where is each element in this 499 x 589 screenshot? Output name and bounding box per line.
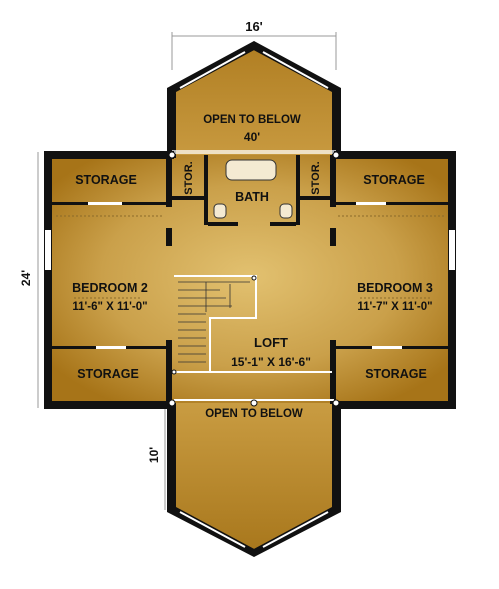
room-storage-bottom-right: STORAGE xyxy=(365,367,427,381)
dimension-top-label: 16' xyxy=(245,19,263,34)
top-bay-walls xyxy=(167,41,341,158)
room-bath: BATH xyxy=(235,190,269,204)
dimension-bottom: 10' xyxy=(147,405,166,510)
room-loft-size: 15'-1" X 16'-6" xyxy=(231,355,311,369)
room-bedroom2-size: 11'-6" X 11'-0" xyxy=(72,301,147,313)
top-bay-floor xyxy=(172,44,336,158)
room-stor-left: STOR. xyxy=(183,161,195,194)
room-bedroom2-name: BEDROOM 2 xyxy=(72,281,148,295)
room-bedroom3-name: BEDROOM 3 xyxy=(357,281,433,295)
bottom-bay-walls xyxy=(167,403,341,557)
closet-lines xyxy=(56,215,446,299)
main-floor xyxy=(44,155,456,407)
room-stor-right: STOR. xyxy=(310,161,322,194)
bath-fixtures xyxy=(213,159,293,219)
room-bedroom3-size: 11'-7" X 11'-0" xyxy=(357,301,432,313)
corner-posts xyxy=(168,151,340,407)
dimension-left: 24' xyxy=(19,152,39,408)
room-storage-top-left: STORAGE xyxy=(75,173,137,187)
room-loft-name: LOFT xyxy=(254,335,288,350)
room-open-to-below-top: OPEN TO BELOW xyxy=(203,114,301,126)
room-open-to-below-top-height: 40' xyxy=(244,130,260,144)
room-storage-bottom-left: STORAGE xyxy=(77,367,139,381)
room-open-to-below-bottom: OPEN TO BELOW xyxy=(205,408,303,420)
main-walls xyxy=(44,151,456,409)
bottom-bay-floor xyxy=(172,403,336,553)
room-storage-top-right: STORAGE xyxy=(363,173,425,187)
dimension-bottom-label: 10' xyxy=(147,447,161,463)
dimension-left-label: 24' xyxy=(19,270,33,286)
dimension-top: 16' xyxy=(171,19,337,70)
stairs xyxy=(178,281,250,363)
